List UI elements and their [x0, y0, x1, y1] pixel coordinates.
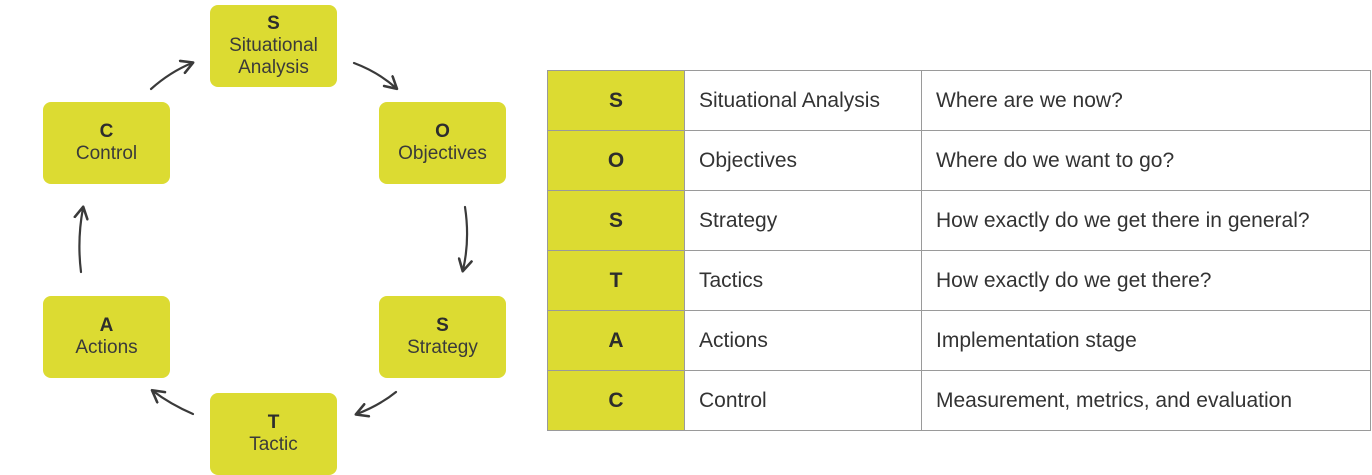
table-row: O Objectives Where do we want to go?: [547, 130, 1371, 191]
row-letter-cell: A: [547, 310, 685, 371]
node-letter: O: [435, 121, 450, 142]
node-label: Actions: [75, 337, 138, 358]
table-row: C Control Measurement, metrics, and eval…: [547, 370, 1371, 431]
node-letter: S: [436, 315, 449, 336]
row-name-cell: Tactics: [684, 250, 922, 311]
table-row: A Actions Implementation stage: [547, 310, 1371, 371]
row-description-cell: Measurement, metrics, and evaluation: [921, 370, 1371, 431]
table-row: T Tactics How exactly do we get there?: [547, 250, 1371, 311]
row-name-cell: Situational Analysis: [684, 70, 922, 131]
node-letter: S: [267, 13, 280, 34]
row-description-cell: Where are we now?: [921, 70, 1371, 131]
row-description-cell: How exactly do we get there?: [921, 250, 1371, 311]
node-label-line-2: Analysis: [238, 57, 309, 78]
node-situational-analysis: S Situational Analysis: [210, 5, 337, 87]
cycle-arrows: [73, 59, 473, 418]
node-letter: A: [99, 315, 114, 336]
row-name-cell: Strategy: [684, 190, 922, 251]
arrow-objectives-to-strategy: [457, 205, 473, 273]
arrow-actions-to-control: [73, 205, 89, 274]
row-description-cell: Implementation stage: [921, 310, 1371, 371]
sostac-cycle-diagram: S Situational Analysis O Objectives S St…: [0, 0, 540, 475]
row-description-cell: Where do we want to go?: [921, 130, 1371, 191]
arrow-situational-to-objectives: [352, 61, 399, 91]
row-name-cell: Objectives: [684, 130, 922, 191]
row-letter-cell: S: [547, 70, 685, 131]
node-label: Tactic: [249, 434, 298, 455]
node-strategy: S Strategy: [379, 296, 506, 378]
table-row: S Strategy How exactly do we get there i…: [547, 190, 1371, 251]
table-row: S Situational Analysis Where are we now?: [547, 70, 1371, 131]
node-label: Strategy: [407, 337, 478, 358]
node-tactic: T Tactic: [210, 393, 337, 475]
arrow-control-to-situational: [149, 59, 195, 91]
row-description-cell: How exactly do we get there in general?: [921, 190, 1371, 251]
node-actions: A Actions: [43, 296, 170, 378]
row-name-cell: Control: [684, 370, 922, 431]
row-letter-cell: C: [547, 370, 685, 431]
row-letter-cell: O: [547, 130, 685, 191]
row-name-cell: Actions: [684, 310, 922, 371]
node-letter: T: [267, 412, 280, 433]
node-objectives: O Objectives: [379, 102, 506, 184]
row-letter-cell: T: [547, 250, 685, 311]
arrow-tactic-to-actions: [150, 388, 195, 416]
node-label: Objectives: [398, 143, 487, 164]
node-label: Control: [75, 143, 138, 164]
arrow-strategy-to-tactic: [354, 390, 398, 418]
node-letter: C: [99, 121, 114, 142]
row-letter-cell: S: [547, 190, 685, 251]
node-control: C Control: [43, 102, 170, 184]
sostac-table: S Situational Analysis Where are we now?…: [547, 70, 1371, 431]
node-label-line-1: Situational: [229, 35, 318, 56]
